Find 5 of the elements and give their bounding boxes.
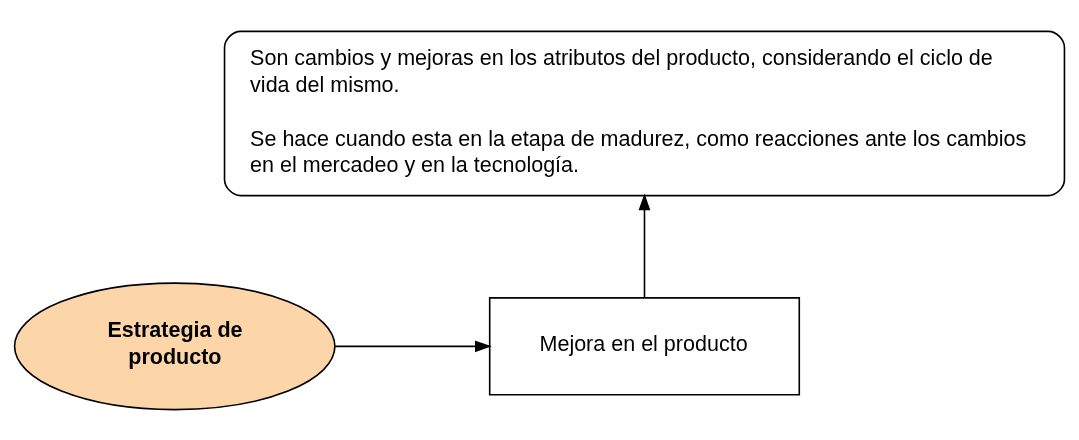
arrow — [334, 340, 492, 352]
arrow — [638, 192, 651, 299]
node-ellipse: Estrategia de producto — [13, 281, 336, 410]
node-box: Son cambios y mejoras en los atributos del producto, considerando el ciclo de vida del mismo. Se hace cuando esta en la etapa de madurez, como reacciones ante los cambios en el mercadeo y en la tecnología. — [223, 30, 1066, 196]
node-box: Mejora en el producto — [488, 296, 801, 396]
